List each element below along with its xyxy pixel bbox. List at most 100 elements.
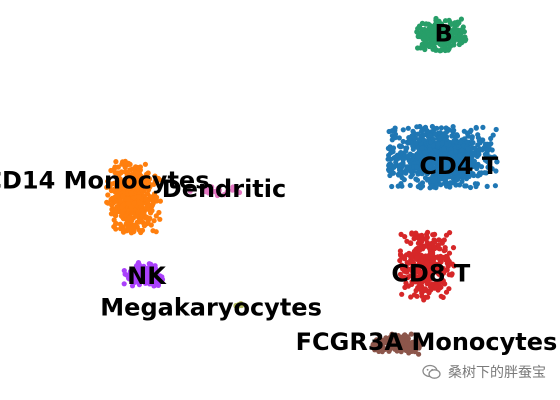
data-point — [418, 287, 424, 293]
data-point — [127, 273, 133, 279]
data-point — [142, 175, 148, 181]
data-point — [121, 268, 127, 274]
data-point — [402, 346, 408, 352]
data-point — [420, 269, 426, 275]
data-point — [421, 125, 428, 131]
data-point — [386, 162, 393, 169]
data-point — [433, 47, 439, 53]
data-point — [233, 303, 239, 309]
data-point — [131, 200, 137, 206]
data-point — [427, 132, 433, 138]
data-point — [457, 153, 463, 159]
data-point — [414, 177, 421, 183]
data-point — [440, 294, 446, 300]
data-point — [441, 237, 447, 243]
data-point — [452, 20, 458, 26]
data-point — [449, 271, 455, 277]
data-point — [469, 135, 475, 141]
data-point — [437, 135, 443, 141]
data-point — [419, 20, 425, 26]
data-point — [399, 262, 405, 268]
data-point — [127, 167, 133, 173]
data-point — [423, 21, 429, 27]
data-point — [117, 221, 123, 227]
data-point — [152, 282, 158, 288]
data-point — [467, 184, 474, 191]
data-point — [424, 260, 430, 266]
data-point — [430, 136, 437, 142]
data-point — [483, 147, 489, 153]
data-point — [446, 46, 452, 52]
data-point — [405, 140, 411, 146]
data-point — [120, 193, 126, 199]
data-point — [151, 181, 157, 187]
data-point — [408, 174, 414, 180]
data-point — [438, 47, 444, 53]
data-point — [465, 146, 471, 152]
data-point — [444, 129, 450, 135]
data-point — [473, 125, 479, 131]
data-point — [441, 146, 447, 152]
data-point — [427, 147, 433, 153]
data-point — [473, 183, 479, 190]
data-point — [475, 161, 481, 167]
data-point — [454, 132, 460, 138]
data-point — [477, 146, 483, 152]
data-point — [113, 221, 119, 227]
data-point — [397, 162, 404, 168]
data-point — [404, 164, 410, 170]
data-point — [415, 45, 421, 51]
data-point — [447, 159, 454, 165]
data-point — [430, 41, 436, 47]
data-point — [400, 127, 406, 133]
cluster-label-b: B — [435, 19, 453, 47]
data-point — [104, 199, 110, 205]
data-point — [454, 34, 460, 41]
data-point — [187, 188, 193, 194]
data-point — [411, 236, 417, 242]
data-point — [131, 195, 137, 201]
data-point — [389, 331, 395, 337]
data-point — [410, 266, 417, 273]
watermark-text: 桑树下的胖蚕宝 — [448, 365, 546, 381]
data-point — [150, 200, 156, 207]
data-point — [442, 169, 449, 175]
data-point — [475, 135, 481, 141]
data-point — [462, 183, 468, 189]
data-point — [399, 175, 405, 181]
data-point — [386, 128, 392, 135]
data-point — [157, 198, 163, 204]
data-point — [438, 182, 444, 188]
data-point — [458, 16, 464, 22]
series-cd8-t — [397, 229, 457, 303]
data-point — [118, 170, 124, 176]
data-point — [136, 262, 142, 268]
data-point — [400, 138, 406, 145]
data-point — [402, 284, 408, 290]
data-point — [417, 247, 423, 253]
data-point — [410, 345, 416, 352]
data-point — [144, 171, 150, 177]
data-point — [470, 140, 476, 146]
data-point — [124, 217, 130, 223]
data-point — [414, 332, 420, 338]
data-point — [400, 169, 406, 175]
data-point — [127, 161, 133, 167]
data-point — [115, 204, 121, 210]
data-point — [480, 124, 486, 130]
data-point — [435, 242, 441, 248]
data-point — [451, 159, 458, 165]
data-point — [115, 164, 121, 170]
data-point — [433, 27, 439, 33]
data-point — [451, 263, 457, 269]
data-point — [445, 31, 451, 38]
data-point — [439, 158, 445, 164]
series-dendritic — [187, 184, 243, 199]
data-point — [409, 133, 415, 139]
data-point — [136, 165, 142, 171]
data-point — [429, 123, 435, 130]
cluster-label-cd4-t: CD4 T — [419, 152, 499, 180]
series-megakaryocytes — [233, 301, 245, 309]
